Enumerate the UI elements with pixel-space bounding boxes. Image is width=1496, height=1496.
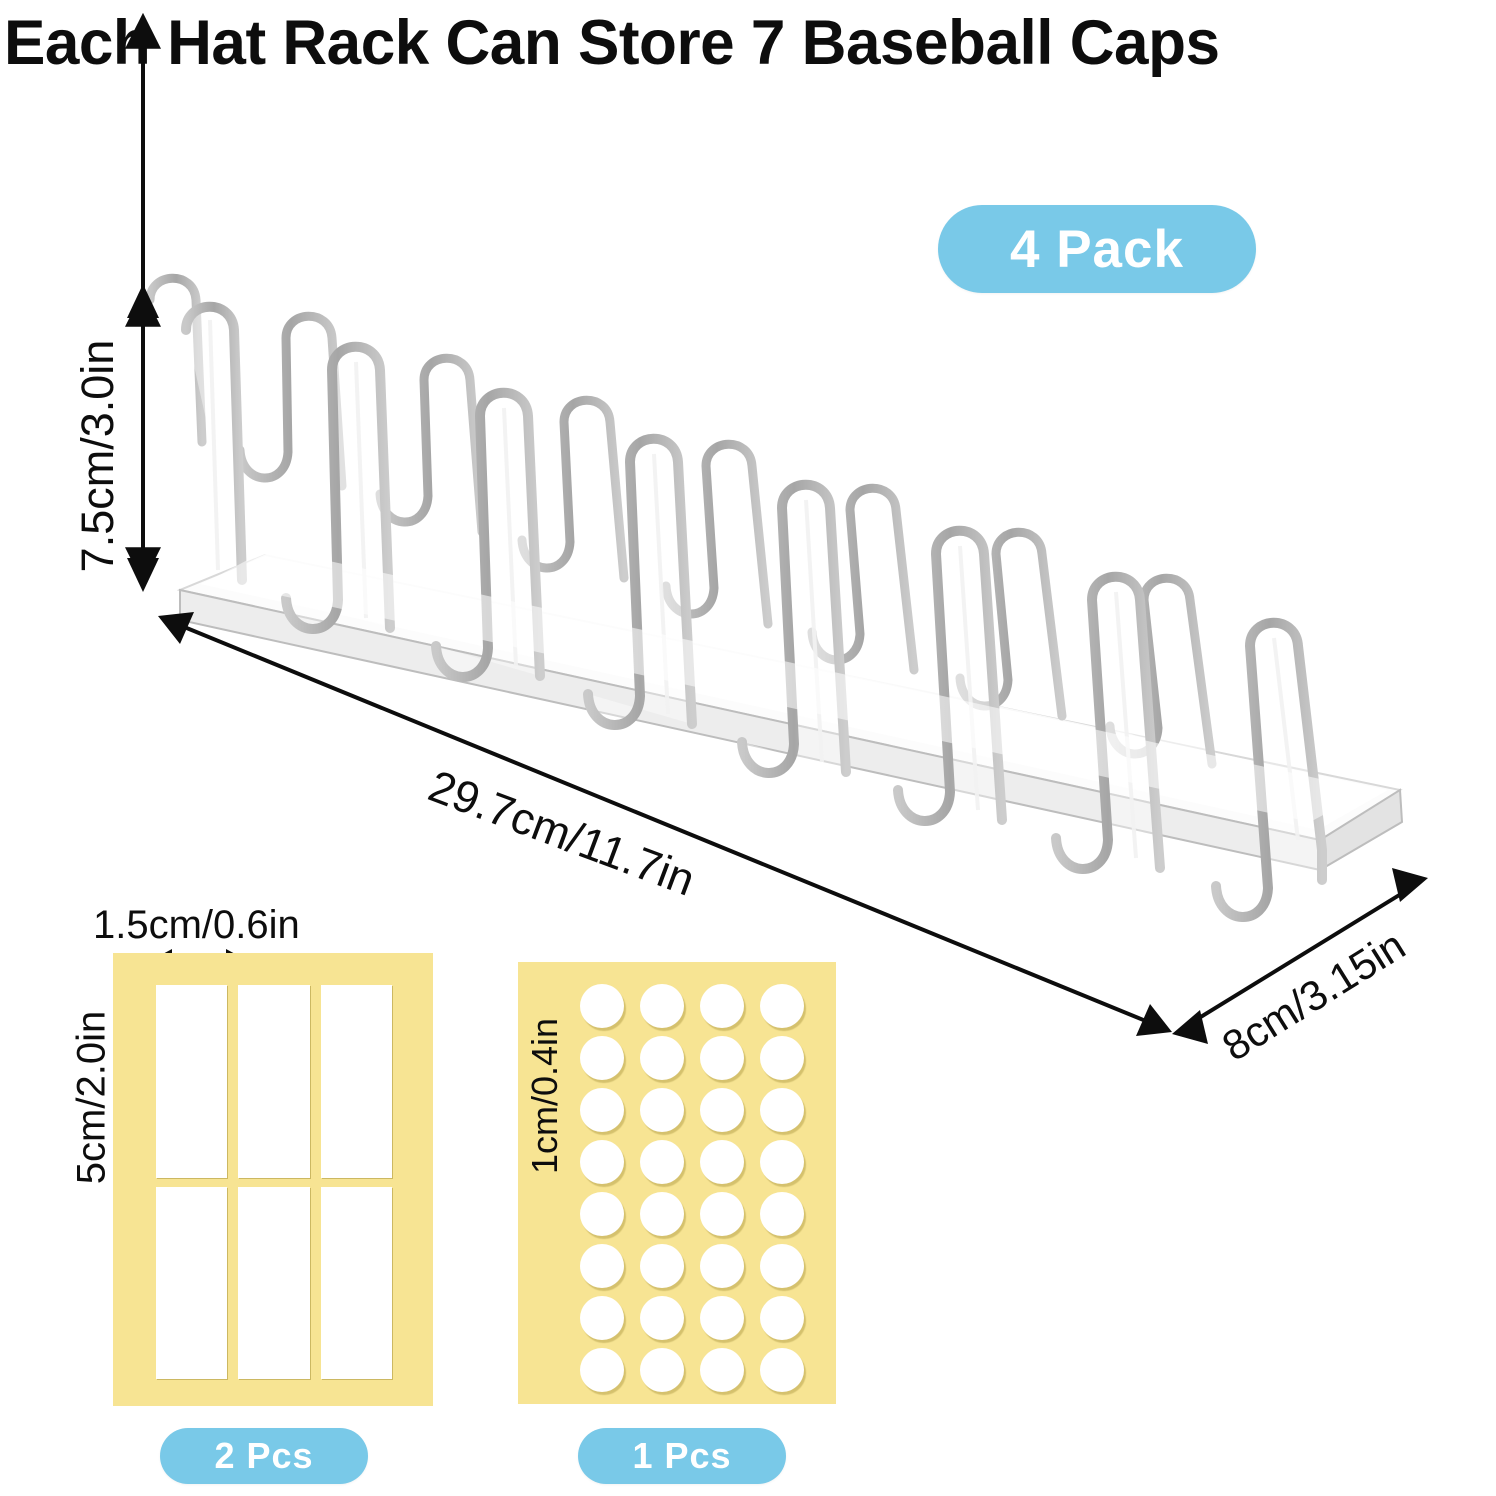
adhesive-dot (700, 1348, 744, 1392)
adhesive-dot (700, 984, 744, 1028)
adhesive-strip (320, 985, 392, 1178)
adhesive-dot (640, 1244, 684, 1288)
adhesive-dot (580, 984, 624, 1028)
adhesive-dot (760, 1140, 804, 1184)
pack-count-badge: 4 Pack (938, 205, 1256, 293)
strip-width-label: 1.5cm/0.6in (93, 903, 300, 947)
adhesive-dot (580, 1140, 624, 1184)
adhesive-dot (760, 1244, 804, 1288)
strip-height-label: 5cm/2.0in (69, 1010, 114, 1185)
adhesive-dot (700, 1244, 744, 1288)
adhesive-dot (580, 1088, 624, 1132)
adhesive-strip (320, 1186, 392, 1379)
adhesive-dot (580, 1244, 624, 1288)
adhesive-dot (580, 1348, 624, 1392)
dot-sheet-count-badge: 1 Pcs (578, 1428, 786, 1484)
adhesive-dot (760, 1192, 804, 1236)
adhesive-dot (760, 984, 804, 1028)
strip-sheet-count-badge: 2 Pcs (160, 1428, 368, 1484)
adhesive-dot (760, 1296, 804, 1340)
adhesive-dot (700, 1088, 744, 1132)
adhesive-strip (238, 985, 310, 1178)
adhesive-strip (238, 1186, 310, 1379)
adhesive-strip-grid (156, 985, 392, 1379)
adhesive-dot (580, 1192, 624, 1236)
adhesive-dot (700, 1036, 744, 1080)
adhesive-dot (640, 1192, 684, 1236)
adhesive-strip (156, 1186, 228, 1379)
adhesive-dot (580, 1296, 624, 1340)
height-dimension-label: 7.5cm/3.0in (72, 339, 123, 573)
adhesive-dot (640, 1036, 684, 1080)
adhesive-dot (700, 1296, 744, 1340)
adhesive-dot (760, 1036, 804, 1080)
page-title: Each Hat Rack Can Store 7 Baseball Caps (4, 8, 1220, 78)
adhesive-dot (640, 1348, 684, 1392)
adhesive-strip-sheet (113, 953, 433, 1406)
adhesive-dot (580, 1036, 624, 1080)
adhesive-dot (640, 1296, 684, 1340)
adhesive-dot (700, 1192, 744, 1236)
adhesive-dot (700, 1140, 744, 1184)
adhesive-dot (640, 1088, 684, 1132)
adhesive-dot-sheet (518, 962, 836, 1404)
adhesive-dot (640, 984, 684, 1028)
adhesive-dot-grid (580, 984, 810, 1392)
dot-diameter-label: 1cm/0.4in (524, 1017, 565, 1175)
adhesive-dot (760, 1088, 804, 1132)
adhesive-strip (156, 985, 228, 1178)
adhesive-dot (760, 1348, 804, 1392)
adhesive-dot (640, 1140, 684, 1184)
